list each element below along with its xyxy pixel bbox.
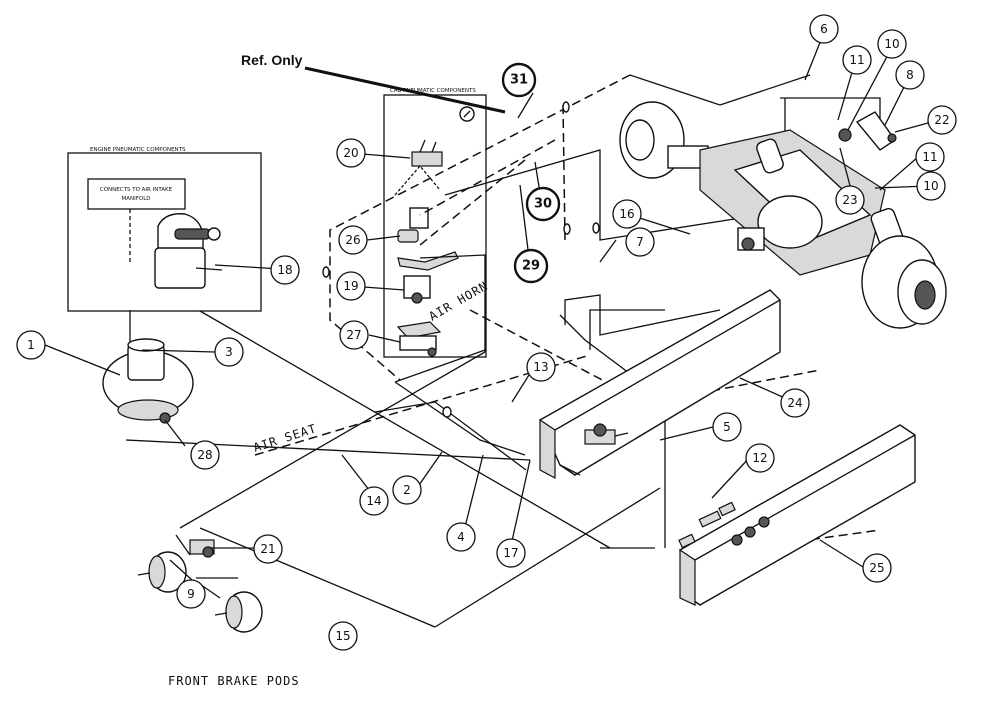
callout-22: 22 (927, 105, 957, 135)
svg-text:23: 23 (842, 193, 857, 207)
svg-text:28: 28 (197, 448, 212, 462)
switch-26 (397, 207, 429, 243)
callout-5: 5 (712, 412, 742, 442)
callout-12: 12 (745, 443, 775, 473)
svg-text:14: 14 (366, 494, 381, 508)
svg-text:11: 11 (922, 150, 937, 164)
callout-31: 31 (501, 62, 537, 98)
line-couplings (322, 101, 600, 418)
svg-text:9: 9 (187, 587, 195, 601)
callout-20: 20 (336, 138, 366, 168)
svg-text:2: 2 (403, 483, 411, 497)
svg-text:10: 10 (884, 37, 899, 51)
cab-components-box (383, 94, 487, 358)
callout-2: 2 (392, 475, 422, 505)
callout-6: 6 (809, 14, 839, 44)
front-brake-pods (137, 534, 263, 633)
svg-text:18: 18 (277, 263, 292, 277)
svg-text:19: 19 (343, 279, 358, 293)
horn-valve-27 (396, 321, 442, 357)
cab-components-title: CAB PNEUMATIC COMPONENTS (390, 88, 476, 94)
svg-text:25: 25 (869, 561, 884, 575)
callout-10b: 10 (916, 171, 946, 201)
connects-note-line2: MANIFOLD (121, 196, 150, 202)
ref-only-note: Ref. Only (241, 52, 303, 68)
callout-9: 9 (176, 579, 206, 609)
callout-4: 4 (446, 522, 476, 552)
svg-text:7: 7 (636, 235, 644, 249)
svg-text:13: 13 (533, 360, 548, 374)
callout-29: 29 (513, 248, 549, 284)
svg-text:10: 10 (923, 179, 938, 193)
callout-25: 25 (862, 553, 892, 583)
connects-note-line1: CONNECTS TO AIR INTAKE (100, 187, 173, 193)
callout-28: 28 (190, 440, 220, 470)
svg-text:15: 15 (335, 629, 350, 643)
compressor-1 (102, 338, 194, 424)
ref-only-arrow (304, 66, 506, 114)
callout-10a: 10 (877, 29, 907, 59)
callout-1: 1 (16, 330, 46, 360)
callout-8: 8 (895, 60, 925, 90)
air-horn-label: AIR HORN (427, 279, 491, 324)
callout-17: 17 (496, 538, 526, 568)
valve-20 (394, 139, 443, 196)
svg-text:24: 24 (787, 396, 802, 410)
callout-21: 21 (253, 534, 283, 564)
svg-text:29: 29 (522, 259, 540, 274)
svg-text:11: 11 (849, 53, 864, 67)
callout-11a: 11 (842, 45, 872, 75)
svg-text:31: 31 (510, 73, 528, 88)
engine-components-title: ENGINE PNEUMATIC COMPONENTS (90, 147, 186, 153)
callout-14: 14 (359, 486, 389, 516)
frame-rail-25 (679, 424, 916, 606)
svg-text:20: 20 (343, 146, 358, 160)
callout-13: 13 (526, 352, 556, 382)
callout-7: 7 (625, 227, 655, 257)
engine-components-group: ENGINE PNEUMATIC COMPONENTS CONNECTS TO … (67, 147, 262, 312)
callout-19: 19 (336, 271, 366, 301)
connects-note-box (87, 178, 186, 210)
air-intake-filter (154, 213, 221, 289)
cab-components-group: CAB PNEUMATIC COMPONENTS (383, 88, 487, 358)
engine-components-box (67, 152, 262, 312)
svg-text:16: 16 (619, 207, 634, 221)
svg-text:27: 27 (346, 328, 361, 342)
svg-text:21: 21 (260, 542, 275, 556)
svg-text:12: 12 (752, 451, 767, 465)
svg-text:8: 8 (906, 68, 914, 82)
rear-axle-assembly (619, 101, 947, 329)
svg-text:1: 1 (27, 338, 35, 352)
air-lines (125, 74, 881, 628)
callouts: 1 2 3 4 5 6 7 8 9 10 10 11 11 12 13 14 1… (16, 14, 957, 651)
fittings-12 (678, 501, 770, 549)
callout-18: 18 (270, 255, 300, 285)
callout-3: 3 (214, 337, 244, 367)
callout-11b: 11 (915, 142, 945, 172)
svg-text:26: 26 (345, 233, 360, 247)
pedal-valve-19 (397, 251, 459, 304)
callout-30: 30 (525, 186, 561, 222)
front-brake-pods-label: FRONT BRAKE PODS (168, 674, 300, 688)
relay-valve-17 (584, 423, 629, 445)
svg-text:3: 3 (225, 345, 233, 359)
callout-24: 24 (780, 388, 810, 418)
callout-27: 27 (339, 320, 369, 350)
callout-23: 23 (835, 185, 865, 215)
callout-leaders (44, 34, 940, 599)
svg-text:4: 4 (457, 530, 465, 544)
svg-text:30: 30 (534, 197, 552, 212)
svg-text:17: 17 (503, 546, 518, 560)
callout-15: 15 (328, 621, 358, 651)
callout-16: 16 (612, 199, 642, 229)
svg-text:22: 22 (934, 113, 949, 127)
svg-text:5: 5 (723, 420, 731, 434)
callout-26: 26 (338, 225, 368, 255)
svg-text:6: 6 (820, 22, 828, 36)
